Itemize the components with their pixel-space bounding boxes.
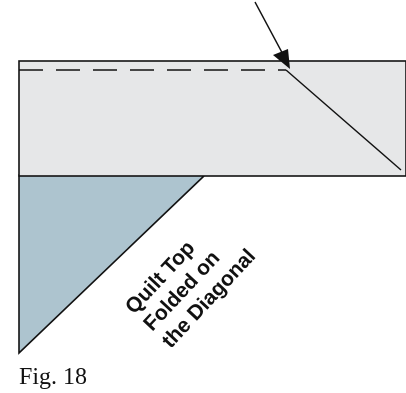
pointer-arrow-shaft <box>254 1 287 61</box>
pointer-arrowhead <box>273 49 290 69</box>
diagonal-fold-line <box>285 69 402 171</box>
folded-band <box>18 60 406 177</box>
figure-caption: Fig. 18 <box>19 364 87 390</box>
